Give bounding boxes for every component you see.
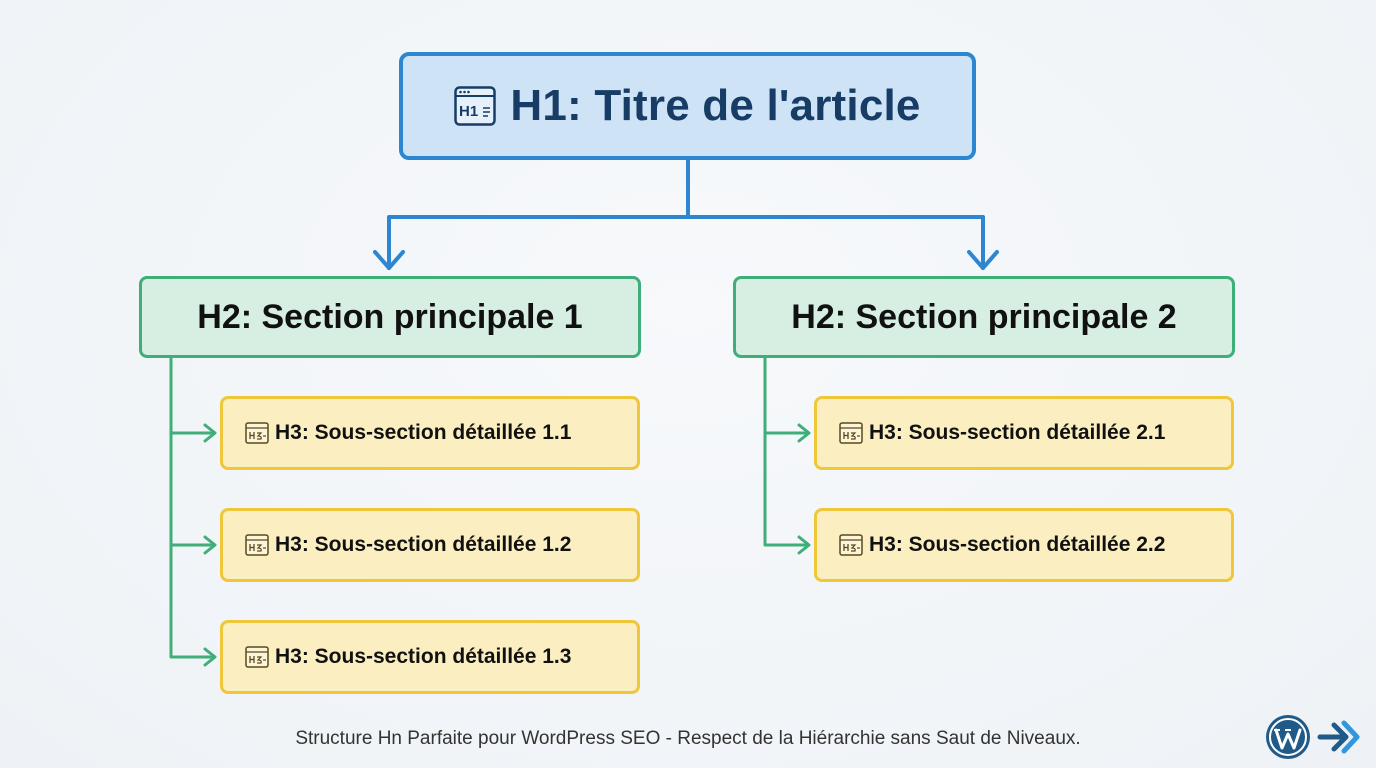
h2-node-1: H2: Section principale 1 xyxy=(139,276,641,358)
h3-node-2-1: H3: Sous-section détaillée 2.1 xyxy=(814,396,1234,470)
double-chevron-right-icon[interactable] xyxy=(1316,717,1360,757)
h2-node-2: H2: Section principale 2 xyxy=(733,276,1235,358)
h3-window-icon xyxy=(839,422,863,444)
h3-node-1-1: H3: Sous-section détaillée 1.1 xyxy=(220,396,640,470)
h3-label: H3: Sous-section détaillée 1.3 xyxy=(275,645,572,668)
h1-label: H1: Titre de l'article xyxy=(510,81,921,130)
h3-label: H3: Sous-section détaillée 1.2 xyxy=(275,533,572,556)
h3-label: H3: Sous-section détaillée 2.2 xyxy=(869,533,1166,556)
h3-window-icon xyxy=(839,534,863,556)
h2-label: H2: Section principale 1 xyxy=(197,297,583,336)
h2-label: H2: Section principale 2 xyxy=(791,297,1177,336)
h3-node-1-3: H3: Sous-section détaillée 1.3 xyxy=(220,620,640,694)
h3-window-icon xyxy=(245,534,269,556)
h3-label: H3: Sous-section détaillée 1.1 xyxy=(275,421,572,444)
h3-node-2-2: H3: Sous-section détaillée 2.2 xyxy=(814,508,1234,582)
h3-window-icon xyxy=(245,646,269,668)
svg-text:H1: H1 xyxy=(459,103,478,120)
h1-window-icon: H1 xyxy=(454,86,497,126)
caption: Structure Hn Parfaite pour WordPress SEO… xyxy=(295,728,1081,749)
h3-window-icon xyxy=(245,422,269,444)
h3-label: H3: Sous-section détaillée 2.1 xyxy=(869,421,1166,444)
wordpress-logo-icon xyxy=(1266,715,1310,759)
h3-node-1-2: H3: Sous-section détaillée 1.2 xyxy=(220,508,640,582)
h1-node: H1 H1: Titre de l'article xyxy=(399,52,976,160)
